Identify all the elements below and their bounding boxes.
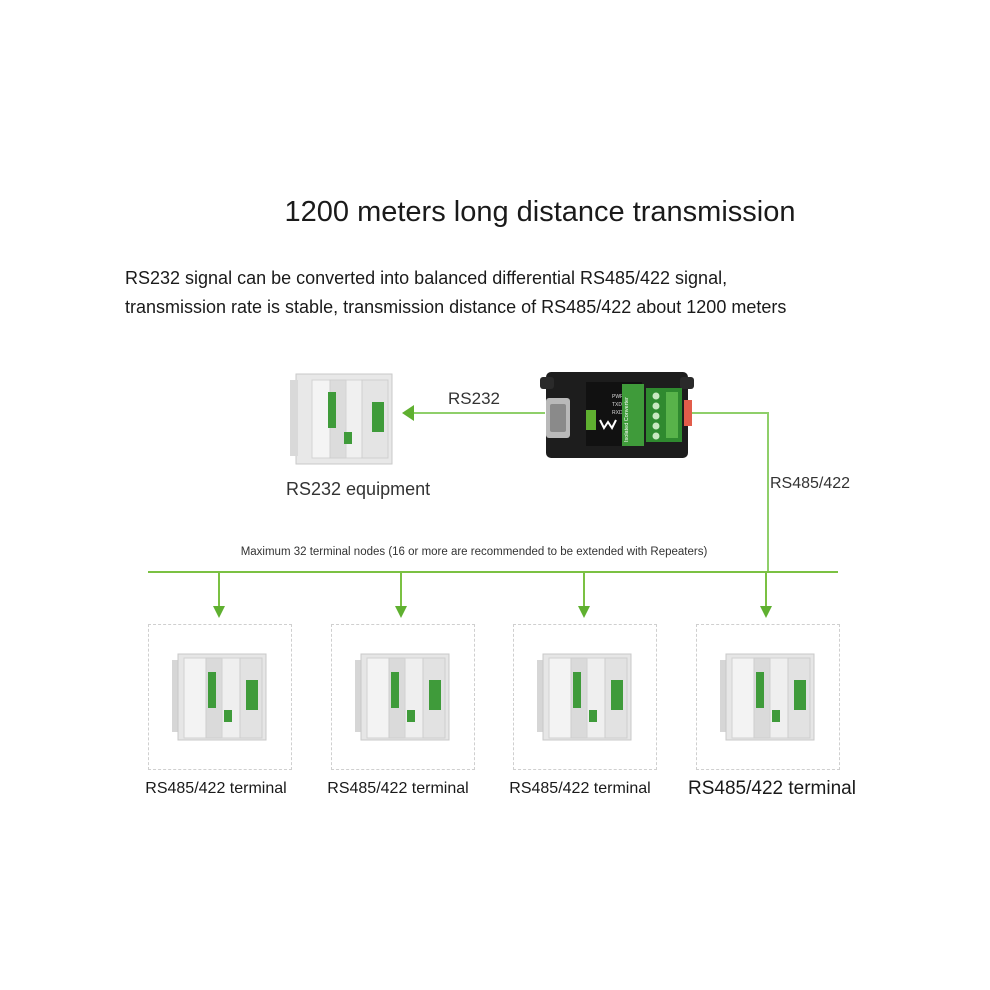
terminal-unit-image	[537, 653, 632, 741]
red-terminal-icon	[684, 400, 692, 426]
drop-arrows	[213, 572, 772, 618]
led-label-txd: TXD	[612, 402, 622, 408]
terminal-label-3: RS485/422 terminal	[509, 780, 651, 797]
rs232-link	[402, 405, 545, 421]
arrow-down-icon	[213, 606, 225, 618]
terminal-box-1	[148, 624, 292, 770]
terminal-box-2	[331, 624, 475, 770]
terminal-unit-image	[172, 653, 267, 741]
page-title: 1200 meters long distance transmission	[284, 196, 796, 228]
equipment-label: RS232 equipment	[286, 479, 430, 499]
bus-note: Maximum 32 terminal nodes (16 or more ar…	[241, 546, 708, 558]
terminal-label-4: RS485/422 terminal	[688, 778, 856, 799]
terminal-unit-image	[355, 653, 450, 741]
converter-device: PWR TXD RXD Isolated Converter	[540, 372, 694, 458]
rs232-link-label: RS232	[448, 389, 500, 408]
terminal-unit-image	[720, 653, 815, 741]
arrow-down-icon	[395, 606, 407, 618]
arrow-down-icon	[578, 606, 590, 618]
terminal-label-1: RS485/422 terminal	[145, 780, 287, 797]
led-label-pwr: PWR	[612, 394, 624, 400]
rs232-equipment-image	[290, 373, 393, 465]
rs485-link	[688, 412, 769, 572]
description-line-1: RS232 signal can be converted into balan…	[125, 268, 728, 288]
arrow-left-icon	[402, 405, 414, 421]
terminal-box-4	[696, 624, 840, 770]
led-label-rxd: RXD	[612, 410, 623, 416]
brand-logo-icon	[599, 419, 617, 430]
arrow-down-icon	[760, 606, 772, 618]
rs485-link-label: RS485/422	[770, 475, 850, 492]
terminal-box-3	[513, 624, 657, 770]
terminal-label-2: RS485/422 terminal	[327, 780, 469, 797]
description-line-2: transmission rate is stable, transmissio…	[125, 297, 787, 317]
device-side-text: Isolated Converter	[624, 397, 630, 442]
